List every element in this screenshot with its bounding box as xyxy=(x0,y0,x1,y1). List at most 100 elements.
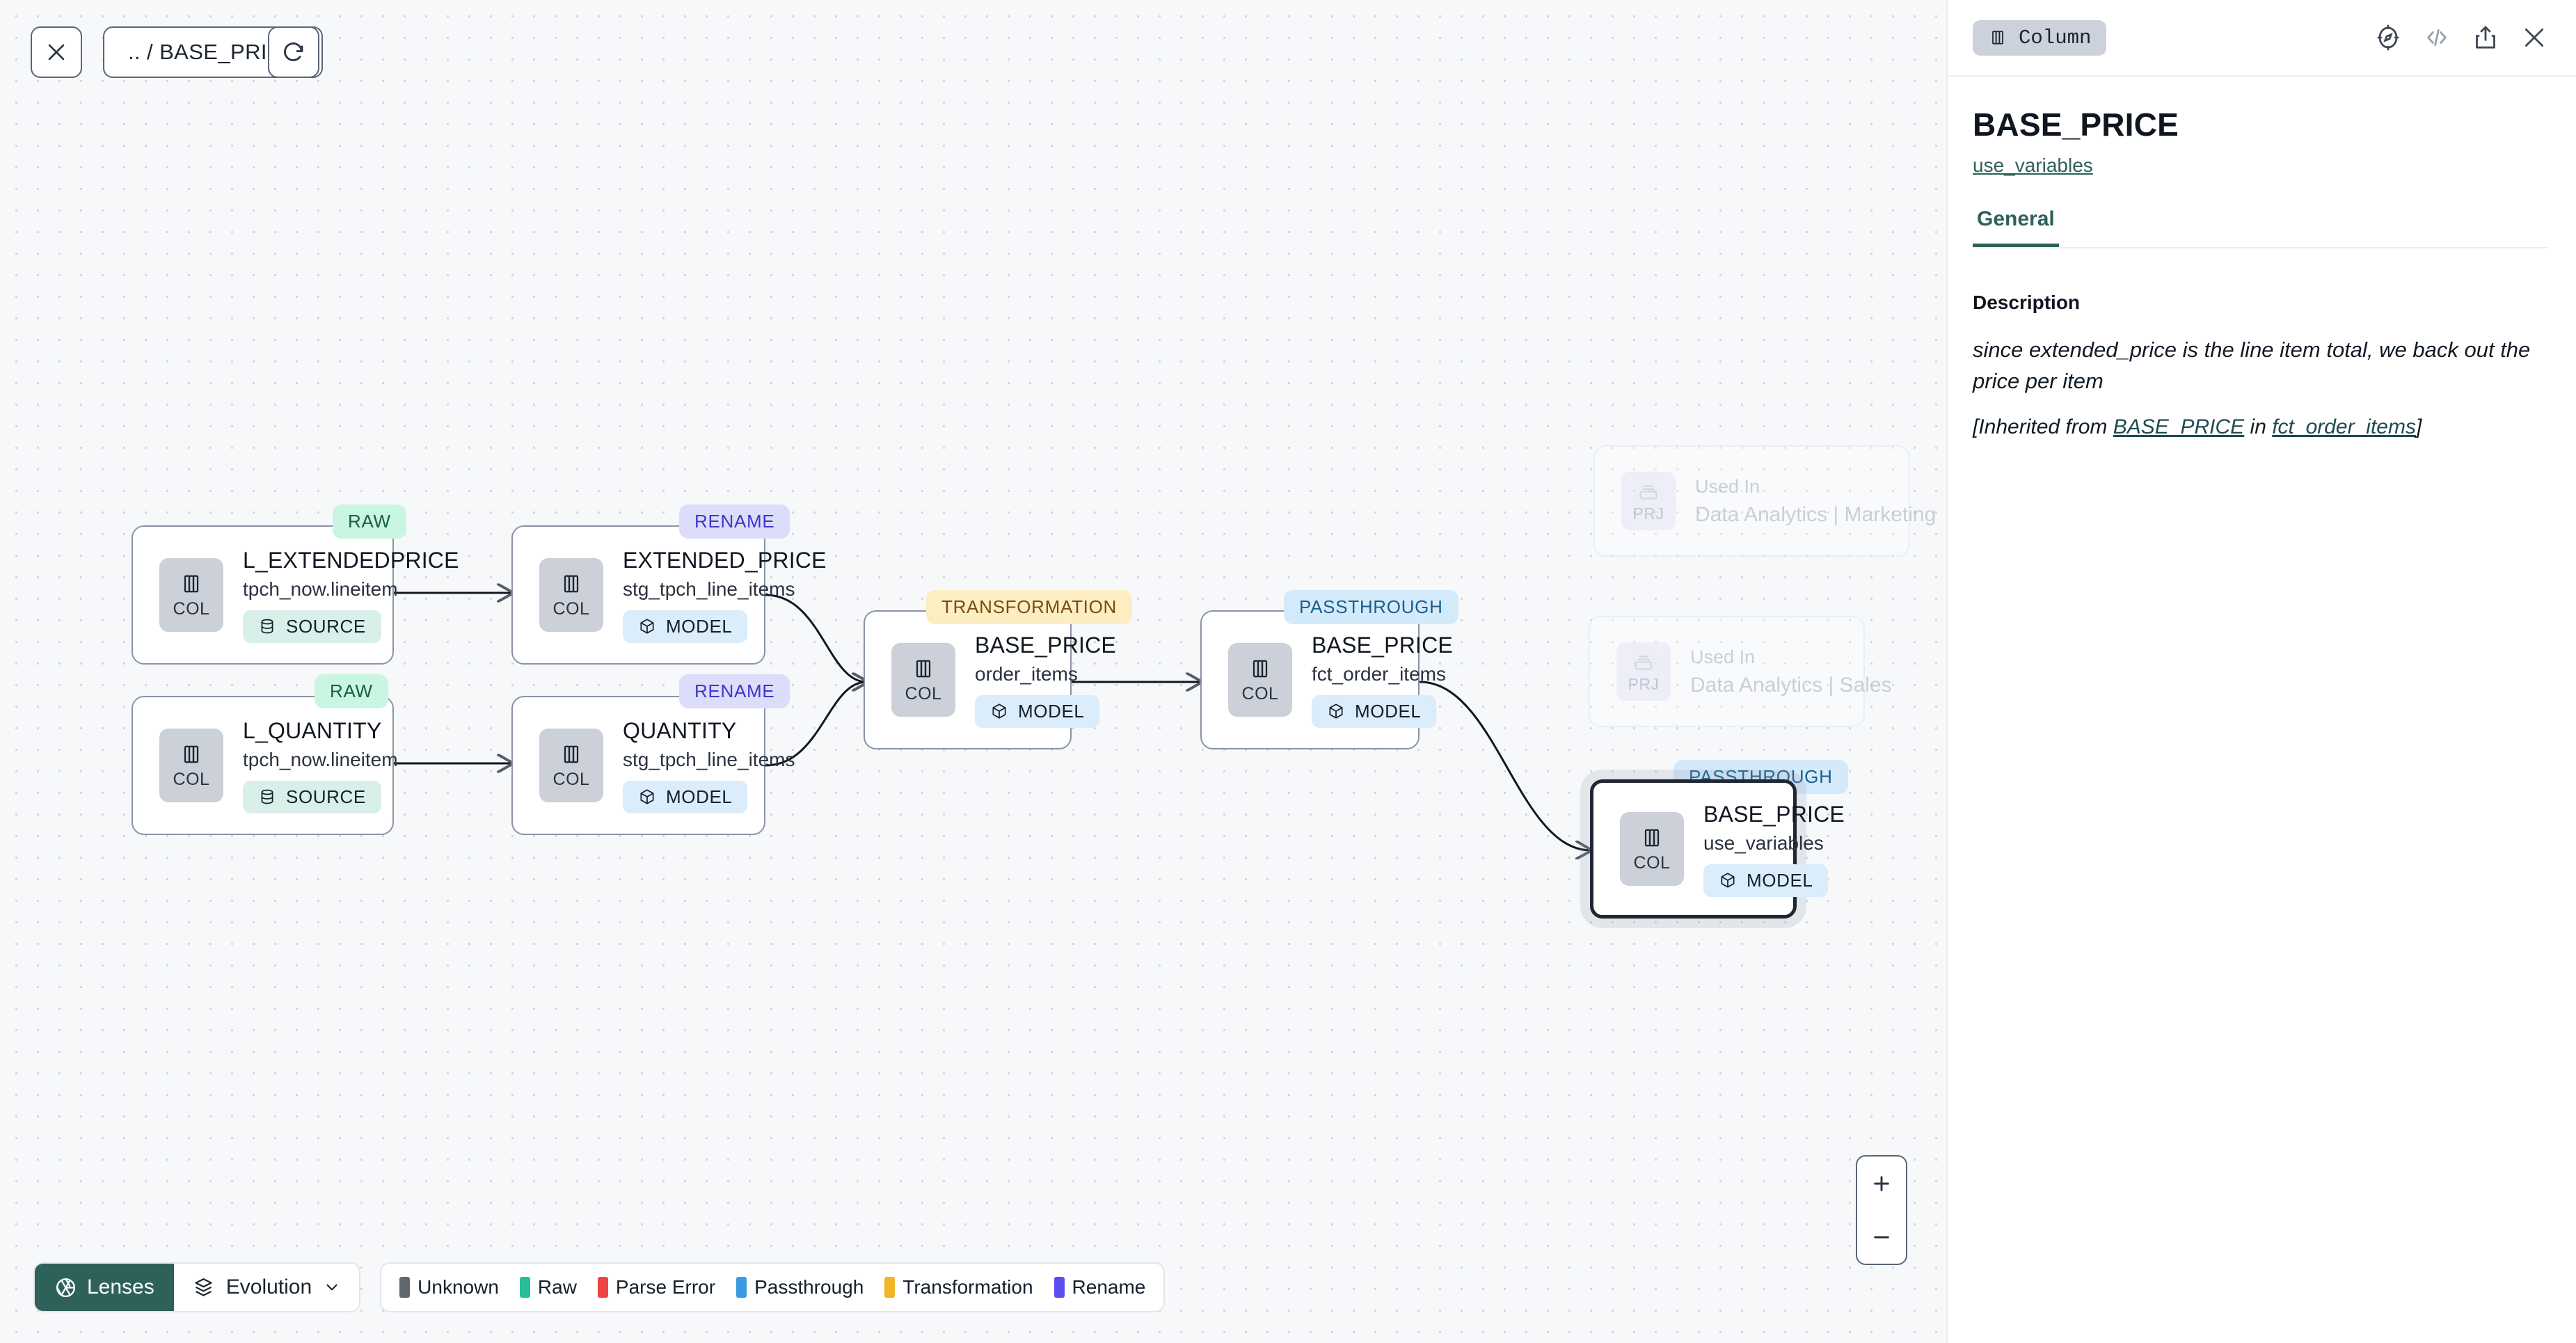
column-chip-label: COL xyxy=(173,770,210,790)
column-chip-label: COL xyxy=(1242,684,1279,704)
used-in-card[interactable]: PRJ Used In Data Analytics | Sales xyxy=(1589,616,1865,727)
lineage-node-extended-price[interactable]: COL EXTENDED_PRICE stg_tpch_line_items M… xyxy=(511,525,765,665)
node-type-pill: SOURCE xyxy=(243,610,381,643)
explore-icon[interactable] xyxy=(2374,24,2402,51)
description-label: Description xyxy=(1973,292,2548,314)
bottom-toolbar[interactable]: Lenses Evolution Unknown Raw xyxy=(33,1262,1165,1312)
inherited-suffix: ] xyxy=(2416,415,2422,438)
panel-tabs[interactable]: General xyxy=(1973,207,2548,248)
legend-swatch xyxy=(884,1277,895,1298)
zoom-controls[interactable] xyxy=(1856,1155,1907,1265)
inherited-model-link[interactable]: fct_order_items xyxy=(2272,415,2416,438)
node-title: BASE_PRICE xyxy=(1312,633,1453,658)
used-in-label: Used In xyxy=(1695,476,1936,498)
node-title: BASE_PRICE xyxy=(1703,802,1845,827)
node-type-pill: MODEL xyxy=(623,610,747,643)
code-icon[interactable] xyxy=(2423,24,2451,51)
node-subtitle: order_items xyxy=(975,663,1116,685)
evolution-button[interactable]: Evolution xyxy=(174,1264,359,1311)
cube-icon xyxy=(990,702,1008,720)
lineage-canvas[interactable]: .. / BASE_PRICE PRJ Used In Data Analyti… xyxy=(0,0,1946,1343)
lineage-node-base-price-order-items[interactable]: COL BASE_PRICE order_items MODEL xyxy=(864,610,1072,749)
node-type-label: MODEL xyxy=(1018,701,1084,722)
used-in-card[interactable]: PRJ Used In Data Analytics | Marketing xyxy=(1593,445,1910,557)
column-icon: COL xyxy=(539,558,603,632)
lineage-node-base-price-fct-order-items[interactable]: COL BASE_PRICE fct_order_items MODEL xyxy=(1200,610,1420,749)
legend-item: Passthrough xyxy=(736,1276,864,1298)
share-icon[interactable] xyxy=(2472,24,2499,51)
node-badge-rename: RENAME xyxy=(679,504,790,539)
zoom-in-button[interactable] xyxy=(1857,1157,1906,1210)
node-type-pill: MODEL xyxy=(623,781,747,813)
column-icon: COL xyxy=(1620,812,1684,886)
lineage-node-l-quantity[interactable]: COL L_QUANTITY tpch_now.lineitem SOURCE xyxy=(132,696,394,835)
column-icon: COL xyxy=(159,558,223,632)
cube-icon xyxy=(1327,702,1345,720)
close-icon[interactable] xyxy=(2520,24,2548,51)
column-icon: COL xyxy=(891,643,955,717)
node-subtitle: stg_tpch_line_items xyxy=(623,749,795,771)
node-subtitle: fct_order_items xyxy=(1312,663,1453,685)
legend-swatch xyxy=(399,1277,410,1298)
page-title: BASE_PRICE xyxy=(1973,106,2548,143)
node-subtitle: use_variables xyxy=(1703,832,1845,855)
node-type-label: MODEL xyxy=(1747,870,1813,891)
project-icon: PRJ xyxy=(1616,642,1671,701)
node-type-label: SOURCE xyxy=(286,786,366,808)
database-icon xyxy=(258,788,276,806)
node-badge-raw: RAW xyxy=(333,504,406,539)
lenses-button[interactable]: Lenses xyxy=(35,1264,174,1311)
used-in-name: Data Analytics | Marketing xyxy=(1695,503,1936,527)
legend-swatch xyxy=(520,1277,530,1298)
node-subtitle: stg_tpch_line_items xyxy=(623,578,827,601)
evolution-label: Evolution xyxy=(226,1276,312,1299)
node-title: QUANTITY xyxy=(623,718,795,744)
legend-item: Raw xyxy=(520,1276,577,1298)
legend-swatch xyxy=(736,1277,747,1298)
node-type-label: SOURCE xyxy=(286,616,366,637)
tab-general[interactable]: General xyxy=(1973,207,2059,247)
legend-item: Transformation xyxy=(884,1276,1033,1298)
node-badge-passthrough: PASSTHROUGH xyxy=(1284,590,1458,624)
node-badge-rename: RENAME xyxy=(679,674,790,708)
lineage-node-quantity[interactable]: COL QUANTITY stg_tpch_line_items MODEL xyxy=(511,696,765,835)
lenses-evolution-group[interactable]: Lenses Evolution xyxy=(33,1262,360,1312)
panel-body: BASE_PRICE use_variables General Descrip… xyxy=(1948,106,2576,439)
node-type-pill: SOURCE xyxy=(243,781,381,813)
cube-icon xyxy=(638,788,656,806)
panel-actions xyxy=(2374,24,2548,51)
used-in-name: Data Analytics | Sales xyxy=(1690,674,1892,697)
node-title: L_EXTENDEDPRICE xyxy=(243,548,459,573)
zoom-out-button[interactable] xyxy=(1857,1210,1906,1264)
node-subtitle: tpch_now.lineitem xyxy=(243,749,398,771)
parent-model-link[interactable]: use_variables xyxy=(1973,154,2093,177)
node-type-label: MODEL xyxy=(666,616,732,637)
legend-item: Unknown xyxy=(399,1276,499,1298)
node-title: L_QUANTITY xyxy=(243,718,398,744)
inherited-prefix: [Inherited from xyxy=(1973,415,2113,438)
inherited-middle: in xyxy=(2244,415,2272,438)
description-inherited-note: [Inherited from BASE_PRICE in fct_order_… xyxy=(1973,415,2548,439)
plus-icon xyxy=(1870,1173,1893,1195)
legend-swatch xyxy=(1054,1277,1065,1298)
used-in-label: Used In xyxy=(1690,646,1892,668)
entity-type-chip: Column xyxy=(1973,20,2106,56)
node-badge-raw: RAW xyxy=(315,674,388,708)
details-panel: Column xyxy=(1946,0,2576,1343)
lineage-node-base-price-use-variables[interactable]: COL BASE_PRICE use_variables MODEL xyxy=(1590,779,1797,919)
node-badge-transformation: TRANSFORMATION xyxy=(926,590,1132,624)
refresh-icon[interactable] xyxy=(268,26,319,78)
node-type-pill: MODEL xyxy=(1312,695,1436,728)
lineage-node-l-extendedprice[interactable]: COL L_EXTENDEDPRICE tpch_now.lineitem SO… xyxy=(132,525,394,665)
close-icon[interactable] xyxy=(31,26,82,78)
panel-header: Column xyxy=(1948,0,2576,77)
node-type-pill: MODEL xyxy=(975,695,1099,728)
legend-label: Rename xyxy=(1072,1276,1146,1298)
chevron-down-icon xyxy=(323,1278,341,1296)
inherited-column-link[interactable]: BASE_PRICE xyxy=(2113,415,2244,438)
legend-label: Transformation xyxy=(903,1276,1033,1298)
project-chip-label: PRJ xyxy=(1628,675,1660,694)
node-title: EXTENDED_PRICE xyxy=(623,548,827,573)
column-icon: COL xyxy=(1228,643,1292,717)
node-subtitle: tpch_now.lineitem xyxy=(243,578,459,601)
